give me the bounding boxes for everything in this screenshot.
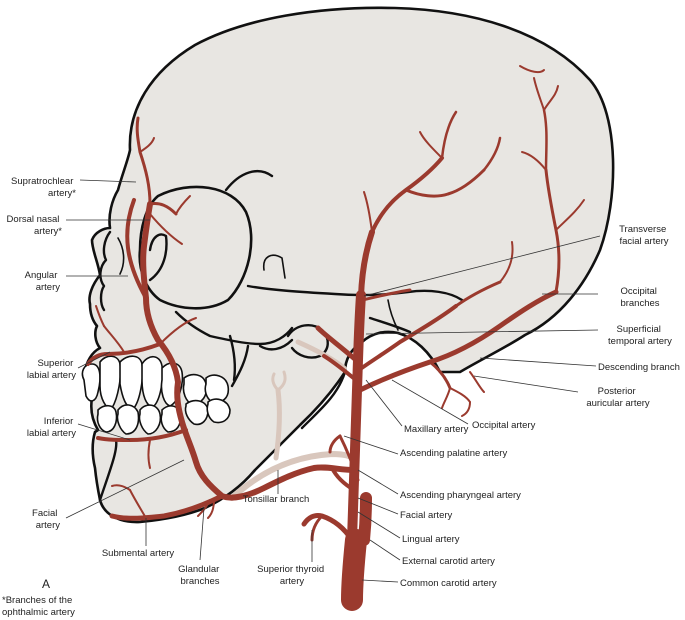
- label-ascending-pharyngeal-artery: Ascending pharyngeal artery: [400, 490, 521, 501]
- skull-illustration: [81, 6, 615, 524]
- label-glandular-branches: Glandular branches: [178, 564, 222, 587]
- label-facial-artery-right: Facial artery: [400, 510, 453, 521]
- label-maxillary-artery: Maxillary artery: [404, 424, 469, 435]
- label-ascending-palatine-artery: Ascending palatine artery: [400, 448, 507, 459]
- ascending-pharyngeal-vessel: [338, 434, 360, 482]
- label-occipital-branches: Occipital branches: [620, 286, 659, 309]
- dorsal-nasal-vessel: [148, 202, 178, 216]
- label-external-carotid-artery: External carotid artery: [402, 556, 495, 567]
- maxillary-vessel: [315, 325, 359, 363]
- label-angular-artery: Angular artery: [25, 270, 61, 293]
- label-occipital-artery: Occipital artery: [472, 420, 536, 431]
- angular-artery-vessel: [125, 198, 148, 300]
- superior-labial-vessel: [86, 342, 162, 366]
- orbit: [138, 185, 253, 310]
- lingual-vessel: [330, 466, 356, 492]
- label-posterior-auricular-artery: Posterior auricular artery: [586, 386, 650, 409]
- posterior-auricular-vessel: [354, 304, 458, 374]
- superficial-temporal-vessel: [358, 229, 375, 299]
- label-facial-artery-left: Facial artery: [32, 508, 60, 531]
- label-tonsillar-branch: Tonsillar branch: [243, 494, 310, 505]
- label-dorsal-nasal-artery: Dorsal nasal artery*: [7, 214, 63, 237]
- leader-lines: [65, 179, 601, 583]
- transverse-facial-vessel: [360, 288, 412, 302]
- ascending-palatine-vessel: [273, 387, 282, 461]
- label-descending-branch: Descending branch: [598, 362, 680, 373]
- label-transverse-facial-artery: Transverse facial artery: [619, 224, 669, 247]
- internal-carotid-vessel: [358, 492, 372, 546]
- submental-vessel: [109, 493, 225, 521]
- label-common-carotid-artery: Common carotid artery: [400, 578, 497, 589]
- label-submental-artery: Submental artery: [102, 548, 175, 559]
- panel-letter: A: [42, 577, 50, 591]
- lower-teeth: [96, 398, 231, 435]
- label-superficial-temporal-artery: Superficial temporal artery: [608, 324, 672, 347]
- labels-left: Supratrochlear artery* Dorsal nasal arte…: [7, 176, 327, 587]
- label-supratrochlear-artery: Supratrochlear artery*: [11, 176, 76, 199]
- arteries: [86, 65, 585, 611]
- label-lingual-artery: Lingual artery: [402, 534, 460, 545]
- common-carotid-vessel: [341, 529, 367, 611]
- occipital-vessel: [353, 289, 559, 395]
- footnote: *Branches of the ophthalmic artery: [2, 595, 75, 618]
- maxillary-lower-vessel: [322, 354, 358, 382]
- label-superior-thyroid-artery: Superior thyroid artery: [257, 564, 327, 587]
- label-superior-labial-artery: Superior labial artery: [27, 358, 76, 381]
- label-inferior-labial-artery: Inferior labial artery: [27, 416, 76, 439]
- labels-right: Transverse facial artery Occipital branc…: [400, 224, 680, 589]
